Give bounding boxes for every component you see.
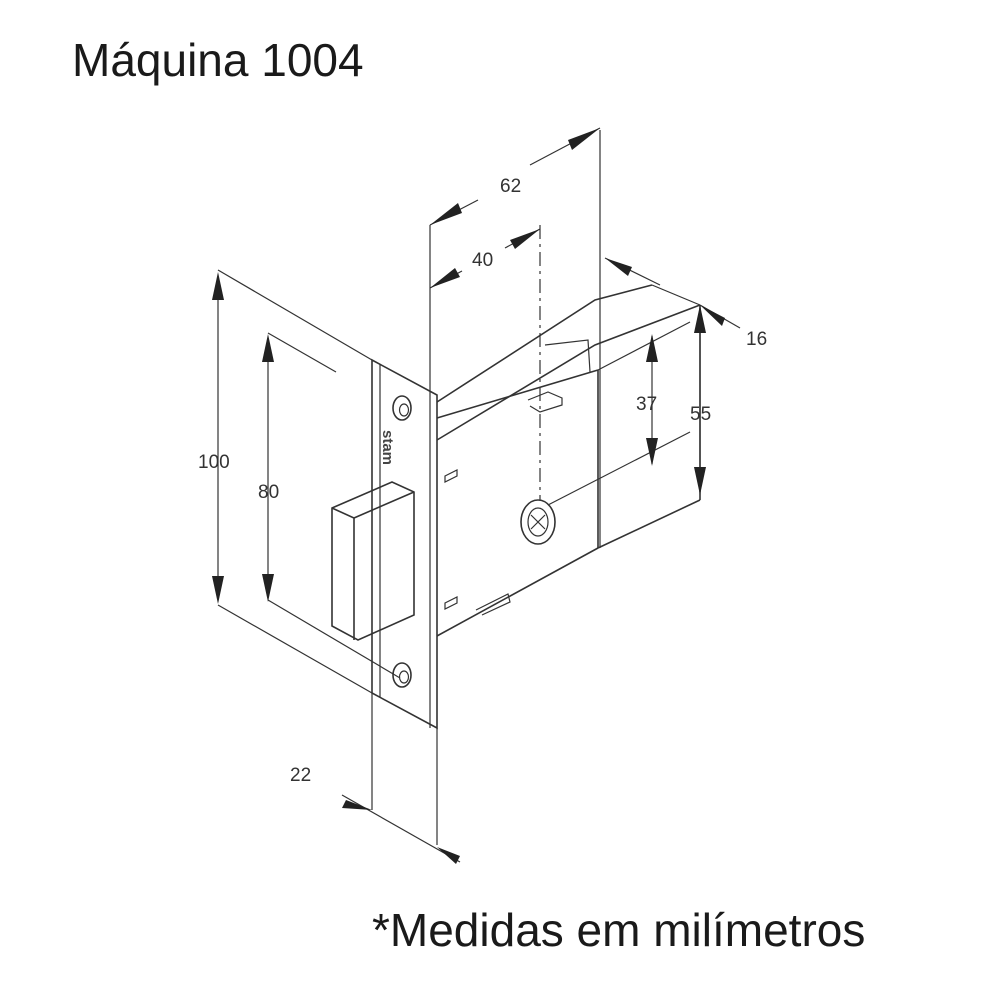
latch-bolt — [331, 481, 415, 641]
dim-55-label: 55 — [690, 404, 711, 425]
page-title: Máquina 1004 — [72, 34, 364, 86]
dimension-40 — [429, 225, 541, 500]
screw-hole-top — [392, 395, 412, 421]
dim-100-label: 100 — [198, 452, 230, 473]
dim-80-label: 80 — [258, 482, 279, 503]
dim-16-label: 16 — [746, 329, 767, 350]
dimension-100 — [212, 269, 373, 694]
dim-37-label: 37 — [636, 394, 657, 415]
dim-22-label: 22 — [290, 765, 311, 786]
dimension-55 — [694, 305, 706, 495]
dimension-37 — [547, 321, 691, 506]
dimension-80 — [262, 332, 401, 679]
brand-logo: stam — [379, 430, 396, 465]
lock-body — [436, 284, 701, 637]
dimension-22 — [341, 693, 461, 864]
units-note: *Medidas em milímetros — [372, 904, 866, 956]
dim-62-label: 62 — [500, 176, 521, 197]
dim-40-label: 40 — [472, 250, 493, 271]
dimension-16 — [604, 257, 741, 329]
faceplate — [371, 358, 438, 730]
screw-hole-bottom — [392, 662, 412, 688]
spindle-hub — [520, 499, 556, 545]
